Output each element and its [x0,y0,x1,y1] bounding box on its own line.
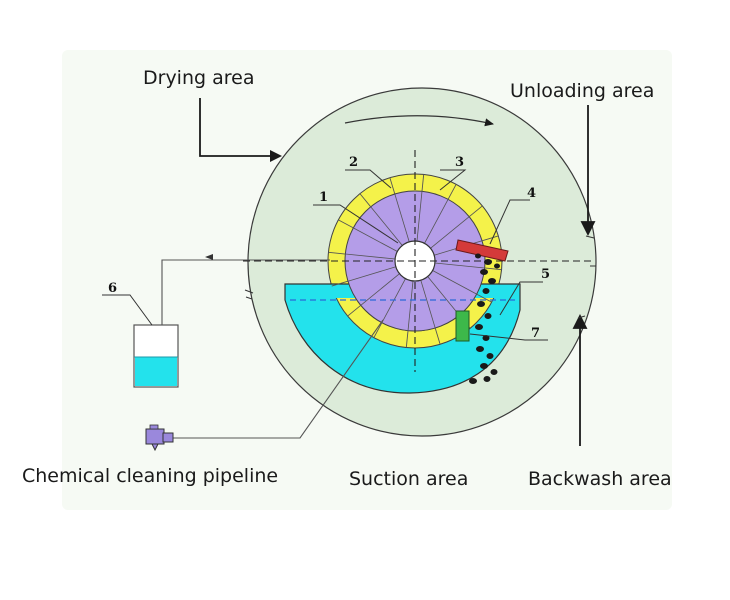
right-side-arrows [572,105,596,446]
ring-segment-lines [328,174,502,348]
ring-segment-line [347,304,362,317]
ring-segment-line [373,322,383,338]
ring-segment-line [359,193,372,208]
rotor-segment-line [347,266,396,282]
ring-segment-line [331,280,349,287]
rotor-segment-line [353,227,398,252]
drying-area-pointer [199,98,275,157]
rotor-segment-line [424,199,449,244]
drying-area-arrowhead [270,150,282,162]
rotor-segment-line [345,253,396,260]
ring-segment-line [434,327,441,345]
scraper-blade [455,239,509,262]
rotor-segment-line [370,206,403,246]
ring-segment-line [328,251,346,255]
suction-area-label: Suction area [349,468,468,490]
rotor-segment-lines [345,191,485,331]
part-number-5: 5 [541,267,550,282]
ring-segment-line [421,174,425,192]
ring-segment-line [389,177,396,195]
chemical-cleaning-line [172,319,384,439]
backwash-area-label: Backwash area [528,468,672,490]
rotor-segment-line [360,273,400,306]
ring-segment-line [476,293,492,303]
ring-segment-line [338,219,354,229]
rotor-segment-line [434,262,485,269]
rotor-segment-line [427,276,460,316]
part-number-6: 6 [108,281,117,296]
part-leader-lines [102,169,548,341]
ring-segment-line [405,330,409,348]
rotor-segment-line [416,191,423,242]
rim-tick-marks [244,235,596,319]
rotor-segment-line [420,280,436,329]
chemical-tank [133,324,179,388]
part-number-7: 7 [531,326,540,341]
ring-segment-line [484,267,502,271]
unloading-area-label: Unloading area [510,80,654,102]
chemical-cleaning-pipeline-label: Chemical cleaning pipeline [22,465,278,487]
rotor-segment-line [407,280,414,331]
rotation-arrow [344,115,494,127]
drying-area-label: Drying area [143,67,254,89]
rotor-segment-line [394,193,410,242]
dosing-pump-icon [145,424,174,452]
rotor-segment-line [430,216,470,249]
part-number-3: 3 [455,155,464,170]
rotor-segment-line [432,270,477,295]
part-number-1: 1 [319,190,328,205]
ring-segment-line [481,235,499,242]
backwash-nozzle [455,310,470,342]
return-pipeline [161,259,330,325]
ring-segment-line [447,184,457,200]
ring-segment-line [468,205,483,218]
part-number-2: 2 [349,155,358,170]
part-number-4: 4 [527,186,536,201]
falling-cake-particles [469,253,500,384]
pipeline-direction-arrow [205,254,213,260]
